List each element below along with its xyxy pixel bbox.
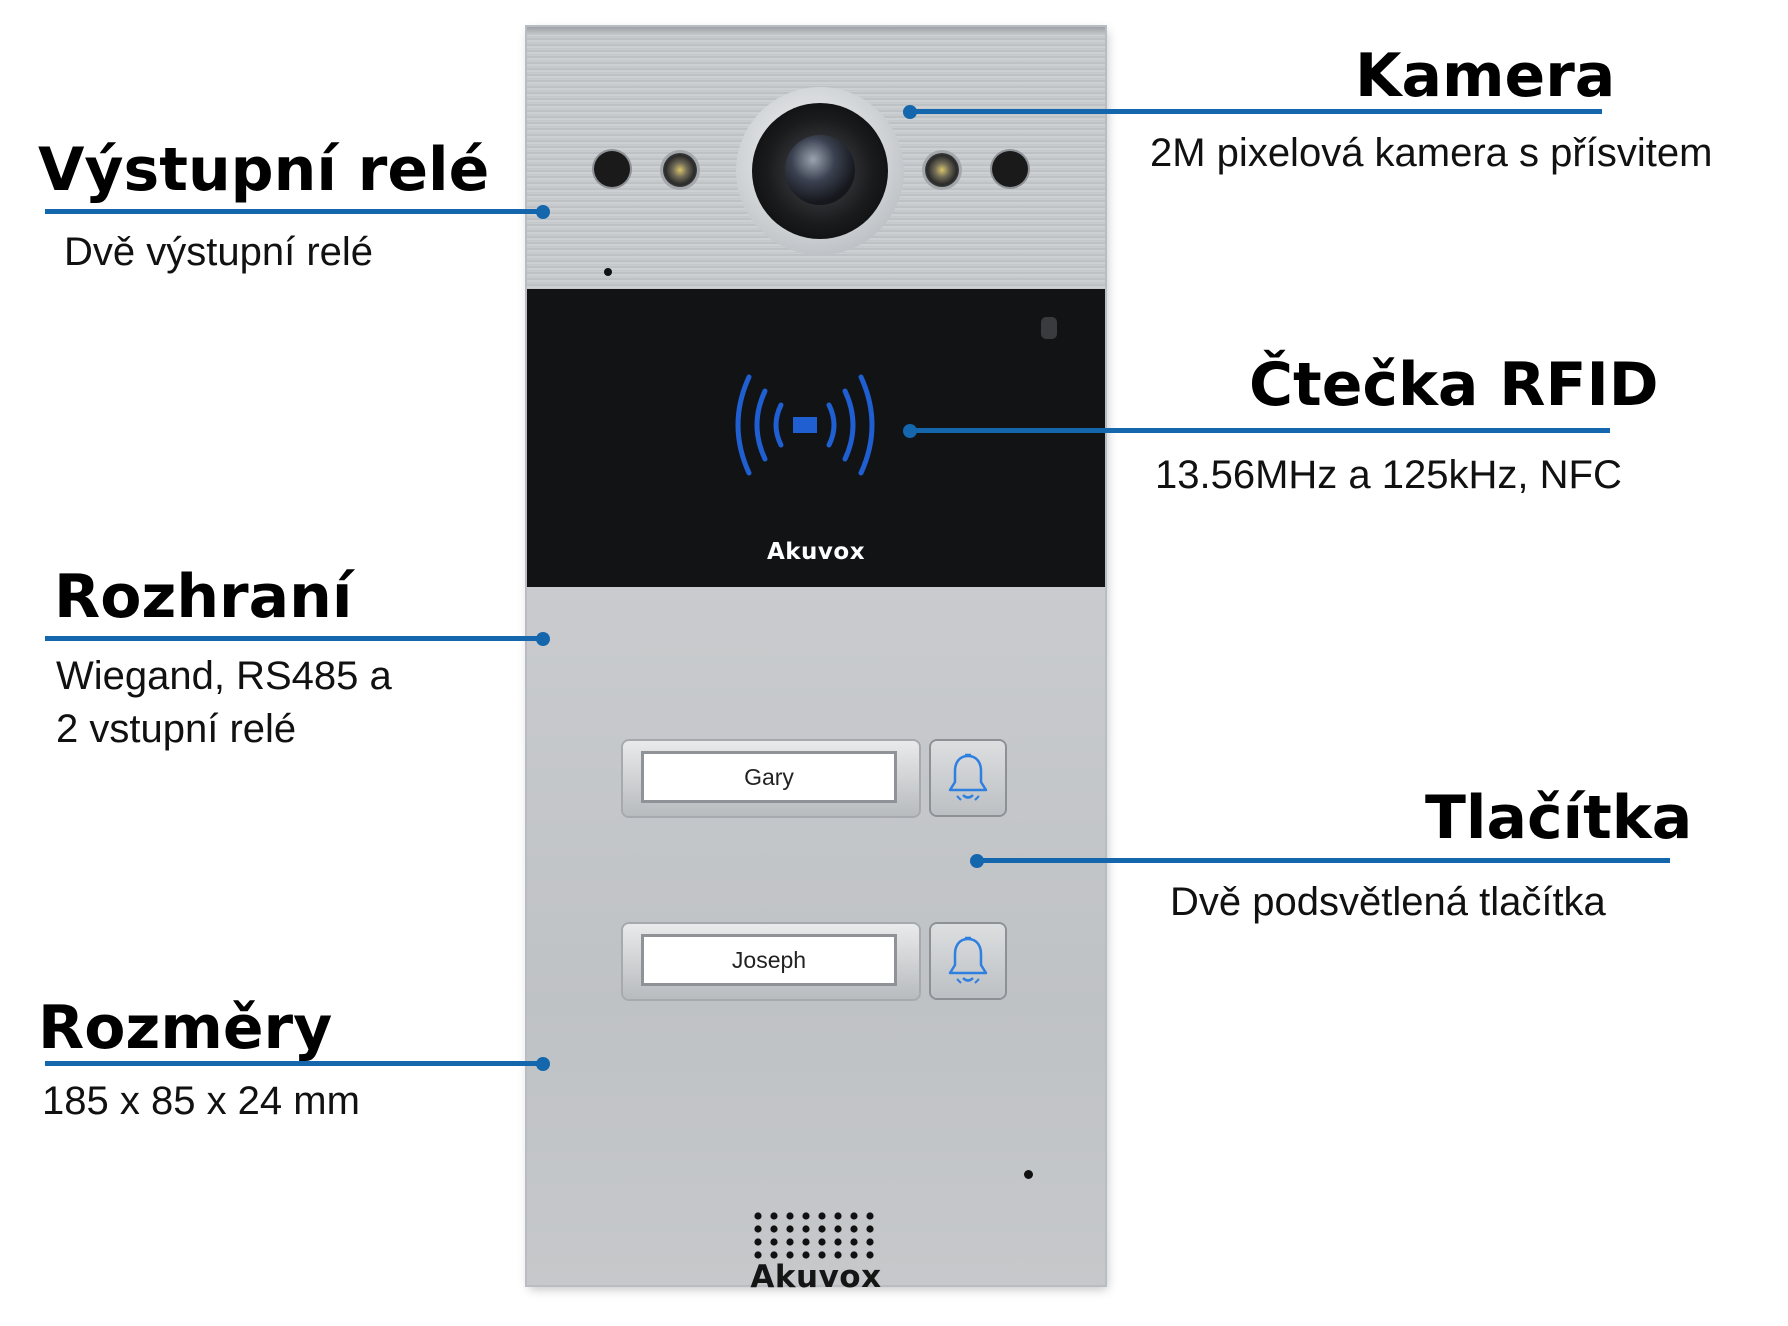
buttons-desc: Dvě podsvětlená tlačítka — [1170, 880, 1606, 924]
interface-desc-line2: 2 vstupní relé — [56, 707, 297, 751]
ir-led-left — [663, 153, 697, 187]
status-indicator — [1041, 317, 1057, 339]
dimensions-title: Rozměry — [38, 993, 333, 1063]
interface-desc-line1: Wiegand, RS485 a — [56, 654, 392, 698]
proximity-sensor — [992, 151, 1028, 187]
microphone-hole — [604, 268, 612, 276]
bell-icon — [948, 753, 988, 801]
call-button-2[interactable] — [931, 924, 1005, 998]
camera-desc: 2M pixelová kamera s přísvitem — [1150, 131, 1713, 175]
camera-panel — [527, 27, 1105, 289]
rfid-leader-line — [910, 428, 1610, 433]
call-button-1[interactable] — [931, 741, 1005, 815]
ir-led-right — [925, 153, 959, 187]
brand-logo-bottom: Akuvox — [750, 1259, 882, 1295]
intercom-device: Akuvox Gary Joseph Akuvox — [527, 27, 1105, 1295]
rfid-desc: 13.56MHz a 125kHz, NFC — [1155, 453, 1622, 497]
light-sensor — [594, 151, 630, 187]
dimensions-desc: 185 x 85 x 24 mm — [42, 1079, 360, 1123]
bell-icon — [948, 936, 988, 984]
camera-lens-core — [785, 135, 855, 205]
buttons-leader-dot — [970, 854, 984, 868]
rfid-leader-dot — [903, 424, 917, 438]
relay-out-leader-line — [45, 209, 543, 214]
camera-leader-line — [910, 109, 1602, 114]
buttons-leader-line — [980, 858, 1670, 863]
brand-logo-rfid: Akuvox — [766, 539, 866, 565]
name-card-gary: Gary — [641, 751, 897, 803]
interface-leader-line — [45, 636, 543, 641]
dimensions-leader-line — [45, 1061, 543, 1066]
relay-out-desc: Dvě výstupní relé — [64, 230, 374, 274]
name-card-joseph: Joseph — [641, 934, 897, 986]
name-plate-2: Joseph — [623, 924, 919, 999]
camera-title: Kamera — [1355, 41, 1616, 111]
rfid-title: Čtečka RFID — [1249, 350, 1659, 420]
rfid-panel: Akuvox — [527, 289, 1105, 587]
camera-leader-dot — [903, 105, 917, 119]
speaker-grill — [754, 1212, 874, 1259]
relay-out-title: Výstupní relé — [38, 135, 490, 205]
rfid-icon — [735, 374, 875, 476]
microphone-hole-bottom — [1024, 1170, 1033, 1179]
name-plate-1: Gary — [623, 741, 919, 816]
buttons-title: Tlačítka — [1425, 783, 1693, 853]
interface-leader-dot — [536, 632, 550, 646]
dimensions-leader-dot — [536, 1057, 550, 1071]
interface-title: Rozhraní — [54, 562, 353, 632]
relay-out-leader-dot — [536, 205, 550, 219]
